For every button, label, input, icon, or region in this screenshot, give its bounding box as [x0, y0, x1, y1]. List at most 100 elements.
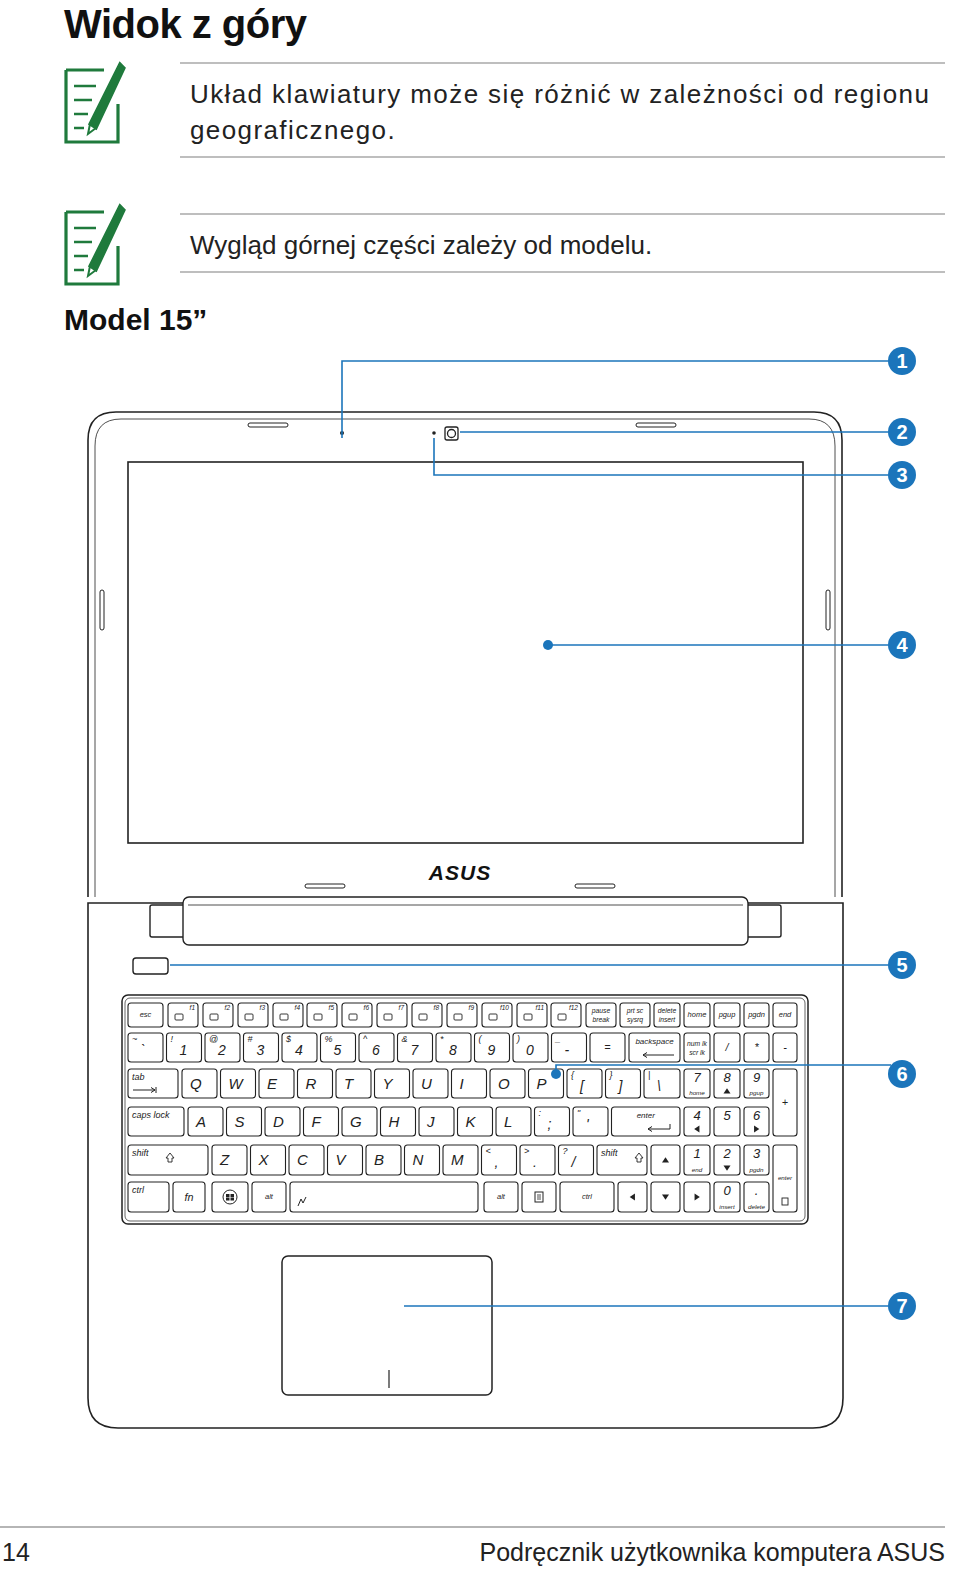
key-icon: [724, 1166, 731, 1171]
power-button: [133, 958, 168, 974]
key-symbol: ): [517, 1034, 520, 1044]
key-icon: [524, 1014, 532, 1020]
key-icon: [226, 1194, 234, 1201]
key-letter: C: [297, 1145, 308, 1175]
keyboard-key: [620, 1003, 650, 1027]
keyboard-key: [282, 1033, 317, 1062]
keyboard-key: [443, 1145, 478, 1175]
note-icon: [66, 64, 124, 142]
key-letter: N: [413, 1145, 424, 1175]
keyboard-key: [413, 1069, 448, 1098]
key-label: ctrl: [560, 1182, 614, 1212]
key-label: f6: [342, 1004, 369, 1012]
key-icon: [280, 1014, 288, 1020]
keyboard-key: [590, 1033, 625, 1062]
key-label: 0: [526, 1041, 534, 1059]
key-label: f8: [412, 1004, 439, 1012]
keyboard-key: [629, 1033, 680, 1062]
keyboard-key: [265, 1107, 300, 1136]
key-label: f5: [307, 1004, 334, 1012]
keyboard-key: [714, 1033, 740, 1062]
key-label: pgup: [744, 1088, 769, 1097]
key-label: f10: [482, 1004, 509, 1012]
keyboard-key: [597, 1145, 647, 1175]
key-letter: T: [344, 1069, 353, 1098]
key-label: delete: [744, 1202, 769, 1211]
key-label: shift: [601, 1148, 618, 1158]
keyboard-key: [321, 1033, 356, 1062]
key-icon: [489, 1014, 497, 1020]
keyboard-key: [744, 1069, 769, 1098]
keyboard-key: [714, 1107, 740, 1136]
keyboard-key: [567, 1069, 602, 1098]
key-label: esc: [128, 1003, 163, 1027]
model-heading: Model 15”: [64, 302, 207, 338]
key-label: f9: [447, 1004, 474, 1012]
key-letter: S: [235, 1107, 245, 1136]
keyboard-key: [205, 1033, 240, 1062]
key-label: end: [684, 1165, 710, 1174]
keyboard-key: [452, 1069, 487, 1098]
keyboard-key: [773, 1033, 797, 1062]
key-label: prt sc: [620, 1006, 650, 1015]
key-symbol: {: [571, 1070, 574, 1080]
key-letter: I: [460, 1069, 464, 1098]
key-label: 8: [449, 1041, 457, 1059]
key-symbol: %: [325, 1034, 333, 1044]
keyboard-key: [375, 1069, 410, 1098]
key-icon: [314, 1014, 322, 1020]
footer-rule: [0, 1526, 945, 1528]
key-label: insert: [714, 1202, 740, 1211]
key-label: /: [572, 1153, 576, 1171]
keyboard-key: [644, 1069, 680, 1098]
key-letter: W: [229, 1069, 243, 1098]
keyboard-key: [221, 1069, 256, 1098]
keyboard-key: [744, 1145, 769, 1175]
key-icon: [537, 1195, 541, 1199]
key-icon: [175, 1014, 183, 1020]
key-label: alt: [484, 1182, 518, 1212]
key-symbol: $: [286, 1034, 291, 1044]
keyboard-key: [128, 1033, 163, 1062]
key-label: num lk: [684, 1039, 710, 1048]
key-label: .: [744, 1183, 769, 1198]
key-symbol: &: [402, 1034, 408, 1044]
keyboard-key: [490, 1069, 525, 1098]
note-rules: [180, 63, 945, 272]
key-label: f7: [377, 1004, 404, 1012]
key-label: ]: [619, 1077, 623, 1095]
keyboard-key: [419, 1107, 454, 1136]
key-symbol: }: [610, 1070, 613, 1080]
key-label: tab: [132, 1072, 145, 1082]
key-label: pgdn: [744, 1003, 769, 1027]
keyboard-key: [552, 1033, 587, 1062]
keyboard-key: [173, 1182, 205, 1212]
keyboard-key: [238, 1003, 268, 1027]
key-label: -: [773, 1033, 797, 1062]
keyboard-key: [744, 1182, 769, 1212]
key-label: shift: [132, 1148, 149, 1158]
callout-number: 2: [888, 418, 916, 446]
keyboard-key: [203, 1003, 233, 1027]
touchpad: [282, 1256, 492, 1395]
key-label: f4: [273, 1004, 300, 1012]
note-text: Wygląd górnej części zależy od modelu.: [190, 228, 652, 262]
keyboard-key: [482, 1003, 512, 1027]
keyboard-key: [517, 1003, 547, 1027]
key-label: 7: [684, 1070, 710, 1085]
keyboard-key: [606, 1069, 641, 1098]
key-letter: M: [451, 1145, 464, 1175]
callout-number: 7: [888, 1292, 916, 1320]
key-icon: [782, 1198, 788, 1205]
leader-lines: [170, 361, 891, 1306]
hinge: [150, 897, 781, 945]
note-icon: [66, 206, 124, 284]
keyboard-key: [328, 1145, 363, 1175]
key-icon: [535, 1192, 543, 1202]
key-label: +: [773, 1069, 797, 1136]
key-icon: [694, 1126, 699, 1133]
key-letter: Y: [383, 1069, 393, 1098]
key-label: 1: [180, 1041, 188, 1059]
key-label: ;: [548, 1115, 552, 1133]
